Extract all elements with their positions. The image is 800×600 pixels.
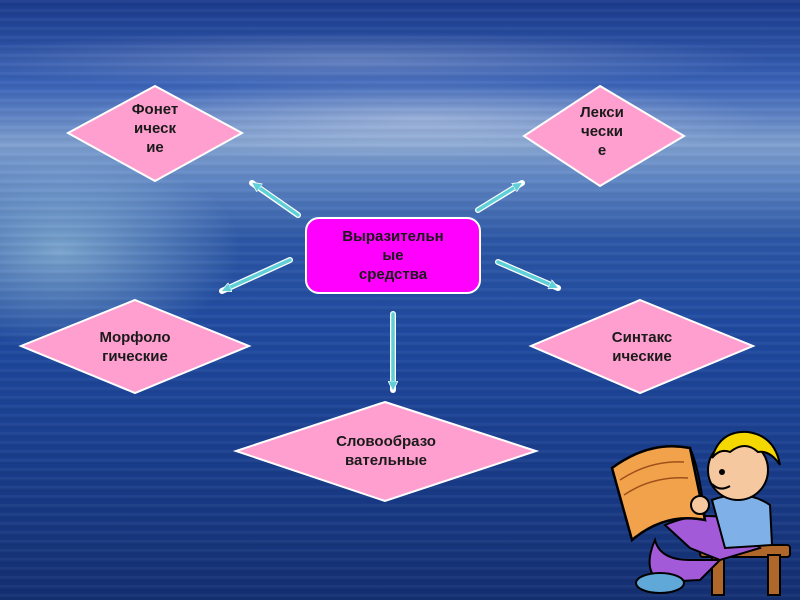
node-word-formation-shape [232,400,540,503]
node-lexical-shape [522,84,686,188]
center-node-label: Выразительн ые средства [342,228,444,283]
arrow-to-syntactic [496,260,556,287]
node-morphological-shape [18,298,252,395]
center-node: Выразительн ые средства [305,217,481,294]
child-reading-book-icon [610,430,791,596]
arrow-to-phonetic [254,184,300,217]
arrow-to-lexical [476,184,520,212]
node-syntactic-shape [528,298,756,395]
node-phonetic-shape [65,84,245,183]
arrow-to-morphological [224,258,292,290]
